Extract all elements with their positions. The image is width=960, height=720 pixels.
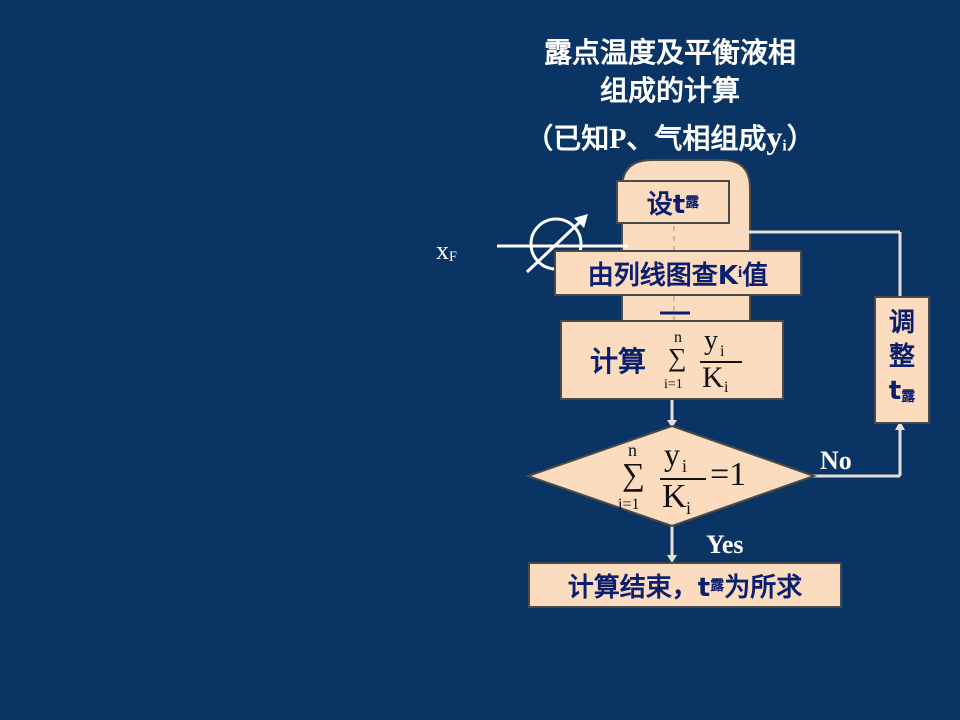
yes-label: Yes — [706, 530, 744, 559]
adjust-temperature-box: 调 整 t露 — [874, 296, 930, 424]
compute-label: 计算 — [590, 345, 647, 378]
decision-arrowhead — [667, 420, 677, 428]
title-line-3: （已知P、气相组成yi） — [525, 119, 815, 155]
decision-formula: n ∑ i=1 y i K i =1 — [618, 436, 747, 518]
exchanger-arrow-head — [574, 214, 588, 228]
title-line-1: 露点温度及平衡液相 — [543, 36, 796, 69]
feed-label: xF — [436, 236, 457, 266]
compute-box: 计算 n ∑ i=1 y i K i — [560, 320, 784, 400]
decision-diamond — [524, 424, 818, 528]
exchanger-arrow-shaft — [525, 218, 584, 274]
yes-arrowhead — [667, 555, 677, 563]
title-line-2: 组成的计算 — [599, 74, 740, 107]
compute-formula: n ∑ i=1 y i K i — [664, 325, 768, 396]
diagram-title: 露点温度及平衡液相 组成的计算 （已知P、气相组成yi） — [480, 34, 860, 165]
no-arrowhead — [895, 421, 905, 430]
no-label: No — [820, 446, 852, 475]
